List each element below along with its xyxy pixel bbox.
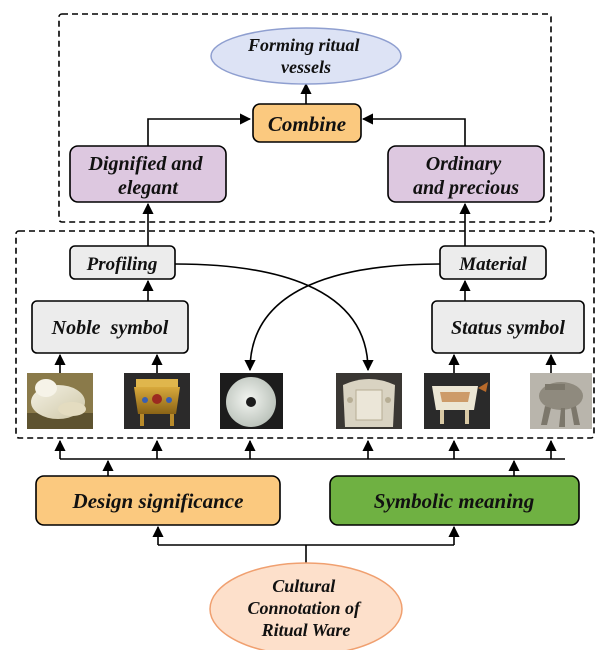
upper-group-box — [58, 13, 552, 223]
profiling-label: Profiling — [86, 254, 158, 275]
connector-lines — [54, 82, 565, 563]
material-label: Material — [458, 254, 527, 275]
symbolic-meaning-label: Symbolic meaning — [374, 489, 534, 513]
jade-bi-disc-image — [220, 373, 283, 429]
ordinary-label-line-1: Ordinary — [426, 153, 502, 175]
symbolic-meaning-node: Symbolic meaning — [329, 475, 580, 526]
svg-text:Ordinary and precious: Ordinary and precious — [413, 153, 519, 199]
cultural-label-line-1: Cultural — [272, 576, 335, 596]
stone-tripod-image — [530, 373, 592, 429]
status-symbol-node: Status symbol — [431, 300, 585, 354]
lower-group-box — [15, 230, 595, 439]
jade-wine-vessel-image — [424, 373, 490, 429]
carved-jade-plaque-image — [336, 373, 402, 429]
svg-text:Cultural Connotation of: Cultural Connotation of Ritual Ware — [247, 576, 364, 640]
forming-ritual-vessels-node: Forming ritual vessels — [210, 27, 402, 85]
cultural-label-line-2: Connotation of — [247, 598, 362, 618]
dignified-and-elegant-node: Dignified and elegant — [69, 145, 227, 203]
ordinary-label-line-2: and precious — [413, 177, 519, 199]
status-symbol-label: Status symbol — [451, 317, 565, 339]
combine-label: Combine — [268, 112, 346, 136]
design-significance-node: Design significance — [35, 475, 281, 526]
ordinary-and-precious-node: Ordinary and precious — [387, 145, 545, 203]
gilded-bronze-vessel-image — [124, 373, 190, 429]
forming-label-line-1: Forming ritual — [247, 35, 360, 55]
noble-symbol-label: Noble symbol — [51, 317, 169, 339]
cultural-connotation-node: Cultural Connotation of Ritual Ware — [209, 562, 403, 650]
noble-symbol-node: Noble symbol — [31, 300, 189, 354]
svg-text:Forming ritual vessels: Forming ritual vessels — [247, 35, 364, 77]
forming-label-line-2: vessels — [281, 57, 331, 77]
dignified-label-line-1: Dignified and — [88, 153, 204, 175]
profiling-node: Profiling — [69, 245, 176, 280]
material-node: Material — [439, 245, 547, 280]
combine-node: Combine — [252, 103, 362, 143]
white-jade-carving-image — [27, 373, 93, 429]
cultural-label-line-3: Ritual Ware — [261, 620, 351, 640]
design-significance-label: Design significance — [72, 489, 244, 513]
svg-text:Dignified and elegant: Dignified and elegant — [88, 153, 208, 199]
dignified-label-line-2: elegant — [118, 177, 179, 199]
